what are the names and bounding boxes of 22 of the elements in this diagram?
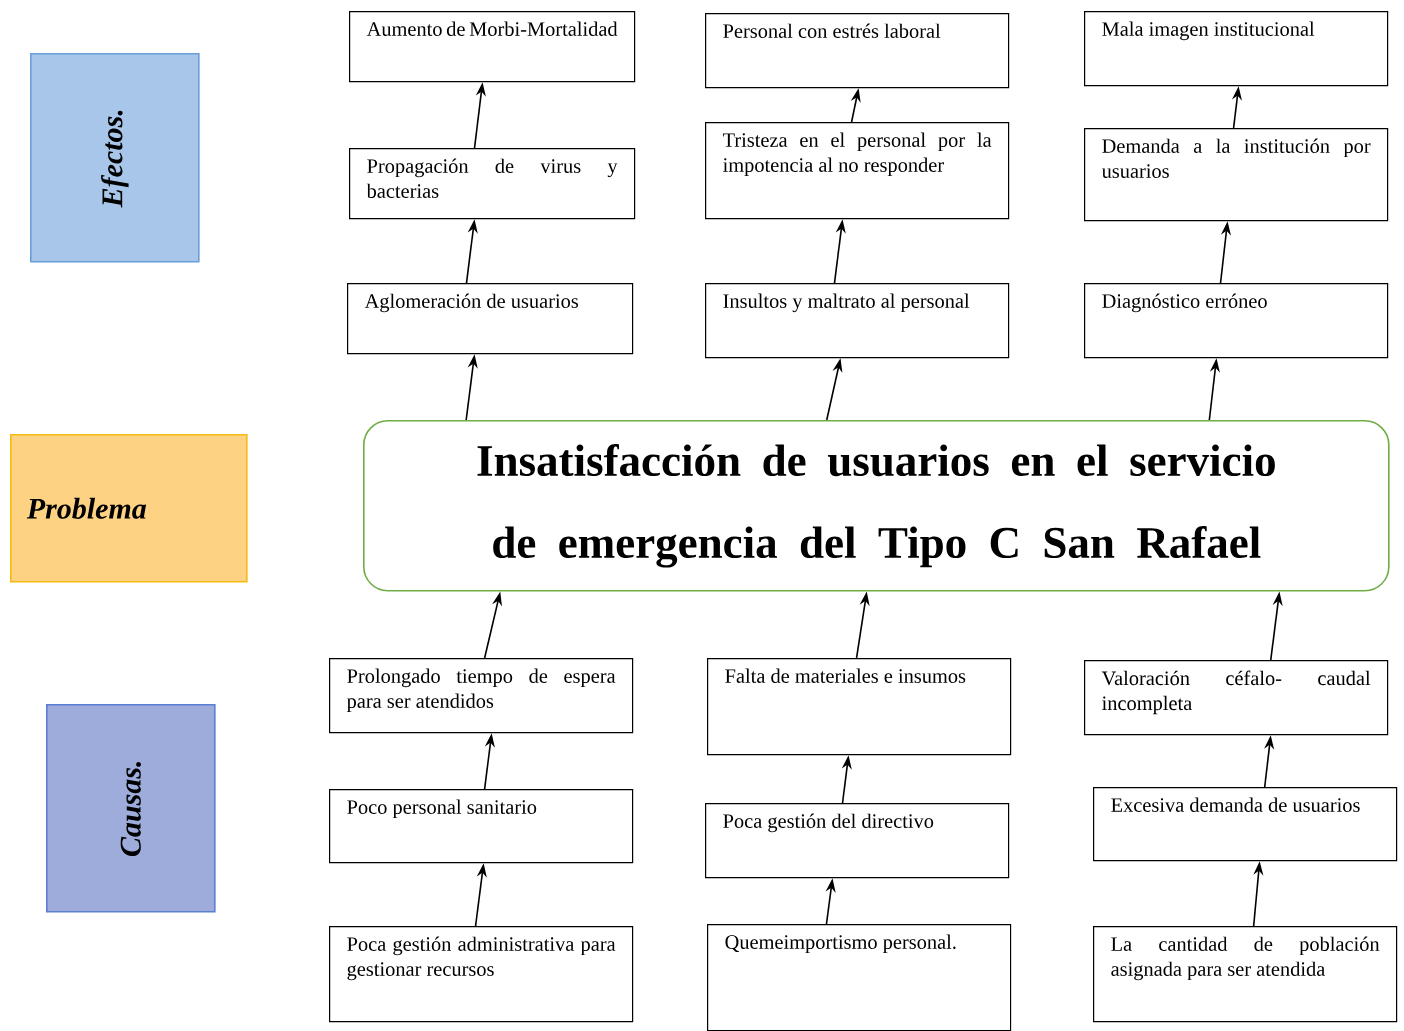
text-box: Insultos y maltrato al personal (705, 283, 1010, 359)
text-box: Diagnóstico erróneo (1084, 283, 1389, 359)
problem-box: Insatisfacción de usuarios en el servicio de emergencia del Tipo C San Rafael (363, 420, 1390, 592)
text-box: Tristeza en el personal por la impotencia al no responder (705, 122, 1010, 220)
text-box: La cantidad de población asignada para ser atendida (1093, 926, 1398, 1023)
text-box: Falta de materiales e insumos (707, 658, 1012, 756)
text-box: Prolongado tiempo de espera para ser atendidos (329, 658, 634, 734)
category-box: Causas. (46, 704, 216, 913)
category-box: Efectos. (30, 53, 200, 263)
text-box: Mala imagen institucional (1084, 11, 1389, 87)
category-box: Problema (10, 434, 248, 583)
text-box: Personal con estrés laboral (705, 13, 1010, 89)
text-box: Valoración céfalo- caudal incompleta (1084, 660, 1389, 736)
text-box: Demanda a la institución por usuarios (1084, 128, 1389, 222)
text-box: Poca gestión del directivo (705, 803, 1010, 879)
text-box: Propagación de virus y bacterias (349, 148, 636, 220)
text-box: Poco personal sanitario (329, 789, 634, 864)
text-box: Poca gestión administrativa para gestionar recursos (329, 926, 634, 1023)
text-box: Aglomeración de usuarios (347, 283, 634, 355)
text-box: Quemeimportismo personal. (707, 924, 1012, 1031)
text-box: Aumento de Morbi-Mortalidad (349, 11, 636, 83)
text-box: Excesiva demanda de usuarios (1093, 787, 1398, 862)
